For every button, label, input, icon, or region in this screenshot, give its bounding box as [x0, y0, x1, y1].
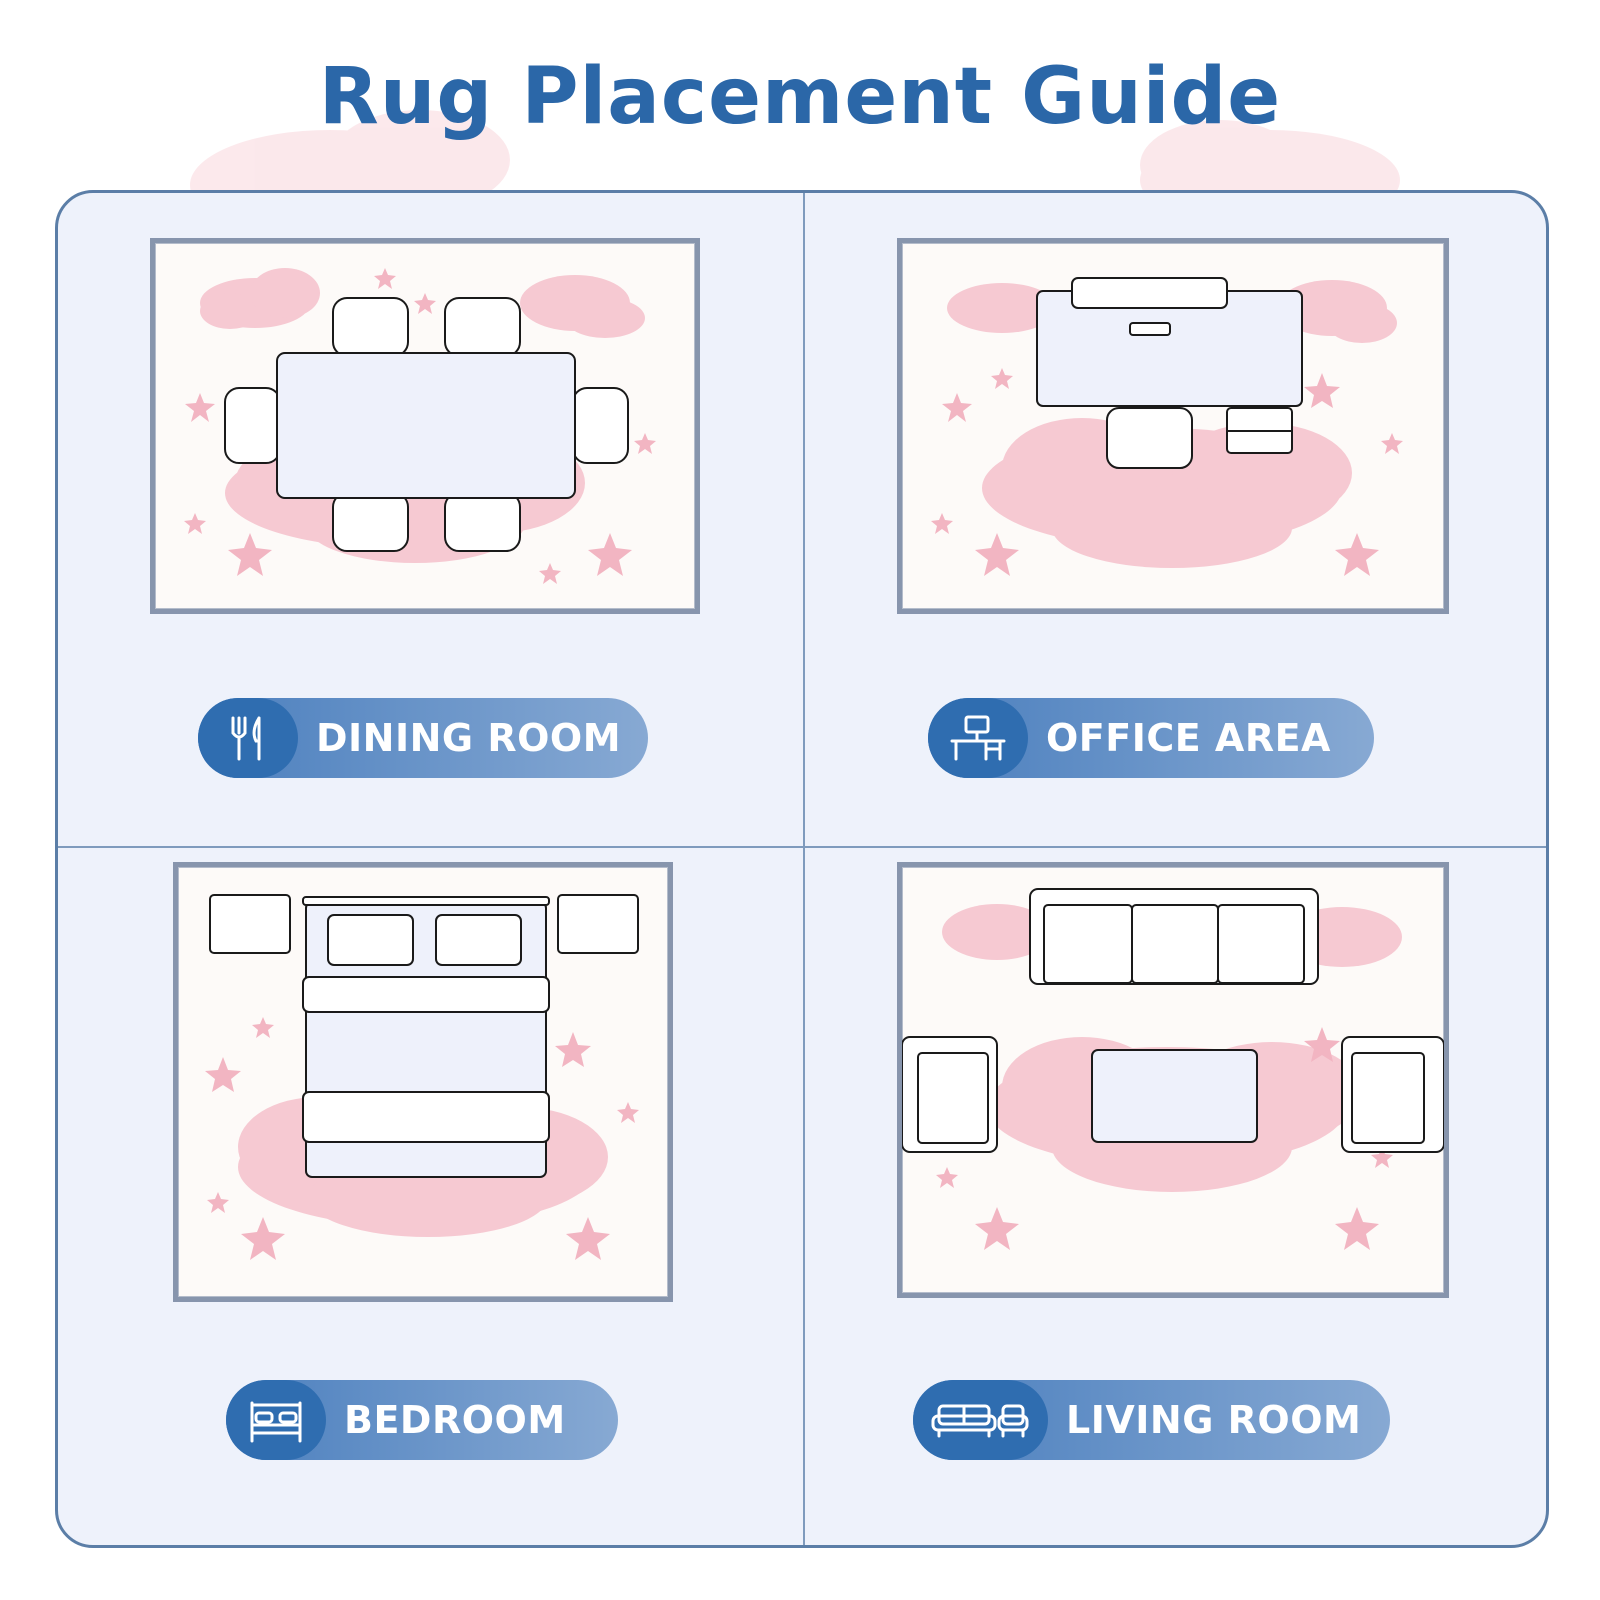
sofa-armchair-icon — [913, 1380, 1048, 1460]
living-room-label: LIVING ROOM — [1066, 1398, 1362, 1442]
dining-room-badge: DINING ROOM — [198, 698, 648, 778]
fork-knife-icon — [198, 698, 298, 778]
dining-room-section: DINING ROOM — [58, 193, 803, 846]
desk-computer-icon — [928, 698, 1028, 778]
office-area-rug — [897, 238, 1449, 614]
bedroom-label: BEDROOM — [344, 1398, 566, 1442]
dining-room-label: DINING ROOM — [316, 716, 622, 760]
office-layout-illustration — [931, 277, 1403, 576]
living-room-section: LIVING ROOM — [805, 848, 1546, 1545]
bedroom-rug — [173, 862, 673, 1302]
page-title: Rug Placement Guide — [318, 52, 1282, 142]
bedroom-layout-illustration — [205, 894, 639, 1260]
bed-icon — [226, 1380, 326, 1460]
grid-divider-vertical — [803, 193, 805, 1545]
bedroom-section: BEDROOM — [58, 848, 803, 1545]
office-area-section: OFFICE AREA — [805, 193, 1546, 846]
placement-grid-panel: DINING ROOM — [55, 190, 1549, 1548]
office-area-label: OFFICE AREA — [1046, 716, 1331, 760]
living-room-rug — [897, 862, 1449, 1298]
grid-divider-horizontal — [58, 846, 1546, 848]
dining-layout-illustration — [184, 268, 656, 584]
bedroom-badge: BEDROOM — [226, 1380, 618, 1460]
living-layout-illustration — [902, 888, 1444, 1250]
office-area-badge: OFFICE AREA — [928, 698, 1374, 778]
dining-room-rug — [150, 238, 700, 614]
living-room-badge: LIVING ROOM — [913, 1380, 1390, 1460]
